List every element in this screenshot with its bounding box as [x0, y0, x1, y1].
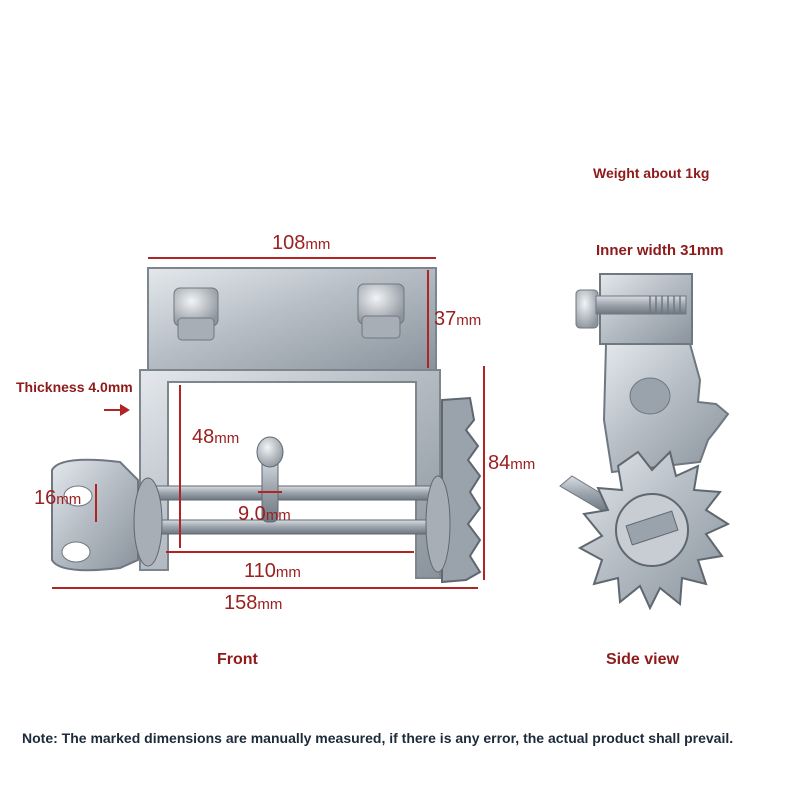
collar-left	[133, 477, 163, 567]
ratchet-gear-front	[441, 396, 482, 584]
measurement-note: Note: The marked dimensions are manually…	[22, 730, 734, 746]
dim-unit: mm	[56, 491, 82, 508]
bolt-left	[173, 287, 219, 341]
bolt-right	[357, 283, 405, 339]
dim-total-width: 158mm	[224, 592, 282, 615]
dim-ring-diameter: 16mm	[34, 487, 81, 510]
shaft-rod-upper	[149, 485, 443, 501]
dim-unit: mm	[275, 564, 301, 581]
dim-inner-height: 48mm	[192, 426, 239, 449]
dim-unit: mm	[265, 507, 291, 524]
dim-unit: mm	[456, 312, 482, 329]
side-bracket	[575, 273, 693, 345]
dim-plate-height: 37mm	[434, 308, 481, 331]
dim-unit: mm	[214, 430, 240, 447]
dim-value: 48	[192, 426, 215, 448]
dim-unit: mm	[257, 596, 283, 613]
dimension-lines	[52, 257, 485, 589]
dim-shaft-length: 110mm	[244, 560, 301, 583]
shaft-rod-lower	[149, 519, 443, 535]
dim-value: 9.0	[238, 503, 266, 525]
locking-pin	[256, 436, 284, 523]
dim-unit: mm	[510, 456, 536, 473]
side-view-caption: Side view	[606, 651, 679, 668]
thickness-arrow	[104, 404, 130, 416]
side-plate	[602, 343, 730, 474]
dim-value: 84	[488, 452, 511, 474]
dim-top-width: 108mm	[272, 232, 330, 255]
side-bolt-hole	[629, 377, 671, 415]
hub-slot	[625, 510, 679, 546]
dim-unit: mm	[305, 236, 331, 253]
winch-side-view	[559, 273, 731, 611]
dim-value: 108	[272, 232, 306, 254]
collar-right	[425, 475, 451, 573]
dim-value: 37	[434, 308, 457, 330]
thickness-label: Thickness 4.0mm	[16, 379, 133, 395]
dim-value: 158	[224, 592, 258, 614]
dim-rod-diameter: 9.0mm	[238, 503, 291, 526]
dim-side-height: 84mm	[488, 452, 535, 475]
weight-label: Weight about 1kg	[593, 165, 710, 181]
inner-width-label: Inner width 31mm	[596, 242, 724, 259]
u-frame	[139, 369, 441, 579]
front-caption: Front	[217, 651, 258, 668]
winch-front-view	[51, 267, 482, 584]
dim-value: 16	[34, 487, 57, 509]
dim-value: 110	[244, 560, 276, 582]
